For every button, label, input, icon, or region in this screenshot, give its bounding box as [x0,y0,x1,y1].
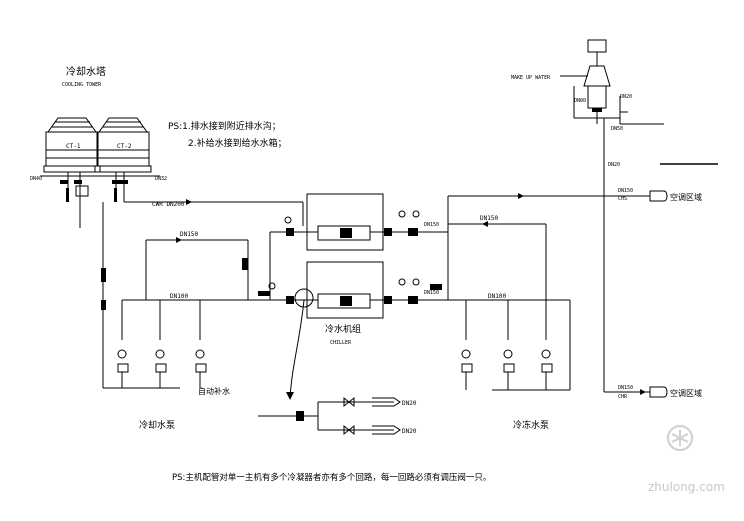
ac-area-label-bottom: 空调区域 [670,388,702,398]
supply-size-label: DN150 [618,188,633,194]
chiller-size-b: DN150 [424,290,439,296]
ct-left-pipe-size: DN40 [30,176,42,182]
chiller-size-a: DN150 [424,222,439,228]
footnote: PS:主机配管对单一主机有多个冷凝器者亦有多个回路，每一回路必须有调压阀一只。 [172,472,491,483]
chr-label: CHR [618,394,628,400]
cooling-pump-title: 冷却水泵 [139,419,175,431]
ac-area-return [649,386,668,398]
ct-right-pipe-size: DN32 [155,176,167,182]
cooling-pump-group [117,349,207,388]
expansion-tank [583,39,611,124]
cwr-main-label: CWR DN200 [152,201,185,208]
makeup-piping [560,75,664,392]
cooling-tower-ct2 [94,117,152,173]
cooling-tower-subtitle: COOLING TOWER [62,82,102,88]
chiller-piping [248,210,448,400]
chiller-room-label: 冷水机组 [325,323,361,335]
ac-area-supply [649,190,668,202]
makeup-size: DN80 [574,98,586,104]
note-line-2: 2.补给水接到给水水箱； [188,137,287,149]
auto-fill-label: 自动补水 [198,386,230,396]
watermark-text: zhulong.com [648,480,725,494]
chilled-water-piping [447,193,650,395]
cooling-water-piping [79,199,308,389]
chs-label: CHS [618,196,627,202]
ct2-label: CT-2 [117,143,132,150]
return-size-label: DN150 [618,385,633,391]
ct1-label: CT-1 [66,143,81,150]
cooling-branch-size-1: DN150 [180,231,198,238]
watermark-logo-icon [667,425,693,451]
cooling-tower-title: 冷却水塔 [66,65,106,78]
chilled-pump-title: 冷冻水泵 [513,419,549,431]
drain-detail [258,396,401,436]
chilled-branch-size-2: DN100 [488,293,506,300]
tower-outlet-piping [40,172,160,202]
cooling-tower-ct1 [43,117,101,173]
chilled-pump-group [461,349,553,390]
chiller-unit-bottom [306,261,384,319]
note-line-1: PS:1.排水接到附近排水沟； [168,120,281,132]
expansion-size-b: DN20 [620,94,632,100]
drain-size-2: DN20 [402,428,417,435]
chilled-branch-size-1: DN150 [480,215,498,222]
make-up-water-label: MAKE UP WATER [511,75,551,81]
chiller-unit-top [306,193,384,251]
ac-area-label-top: 空调区域 [670,192,702,202]
vertical-pipe-size: DN20 [608,162,620,168]
expansion-size-a: DN50 [611,126,623,132]
chiller-room-sublabel: CHILLER [330,340,352,346]
drain-size-1: DN20 [402,400,417,407]
cooling-branch-size-2: DN100 [170,293,188,300]
